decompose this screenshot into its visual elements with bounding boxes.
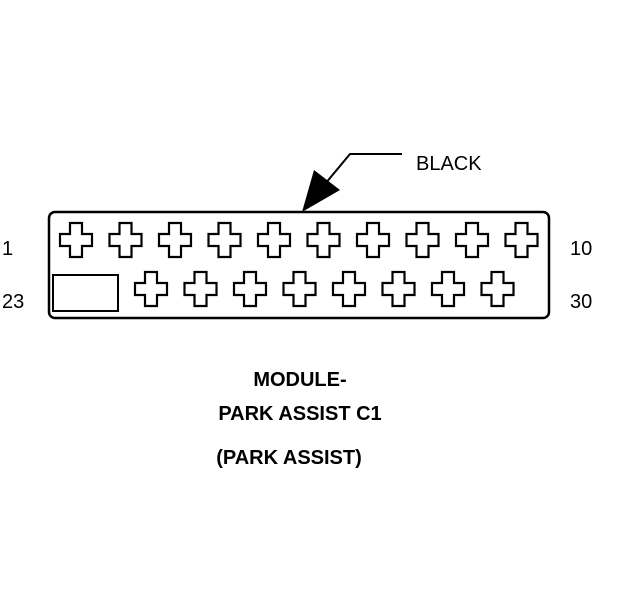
row2-cavity	[381, 270, 416, 308]
row1-cavity	[306, 221, 341, 259]
caption-line-1: MODULE-	[253, 369, 346, 391]
pin-label-row1-end: 10	[570, 238, 592, 260]
pin-row-1	[58, 221, 539, 259]
caption-line-2: PARK ASSIST C1	[218, 403, 381, 425]
row2-cavity	[480, 270, 515, 308]
row2-cavity	[133, 270, 169, 308]
row2-cavity	[232, 270, 268, 308]
row1-cavity	[207, 221, 242, 259]
caption-line-3: (PARK ASSIST)	[216, 447, 362, 469]
row2-cavity	[430, 270, 466, 308]
row1-cavity	[58, 221, 94, 259]
row2-cavity	[183, 270, 218, 308]
connector-key-block	[52, 274, 119, 312]
row1-cavity	[355, 221, 391, 259]
row1-cavity	[256, 221, 292, 259]
pin-label-row2-end: 30	[570, 291, 592, 313]
row1-cavity	[108, 221, 143, 259]
row2-cavity	[331, 270, 367, 308]
row1-cavity	[405, 221, 440, 259]
row2-cavity	[282, 270, 317, 308]
pin-row-2	[133, 270, 515, 308]
pin-label-row2-start: 23	[2, 291, 24, 313]
callout-leader-line	[319, 153, 402, 191]
pin-label-row1-start: 1	[2, 238, 13, 260]
wire-color-callout: BLACK	[302, 153, 482, 212]
row1-cavity	[504, 221, 539, 259]
wire-color-label: BLACK	[416, 153, 482, 175]
row1-cavity	[157, 221, 193, 259]
row1-cavity	[454, 221, 490, 259]
callout-arrowhead	[302, 170, 340, 212]
